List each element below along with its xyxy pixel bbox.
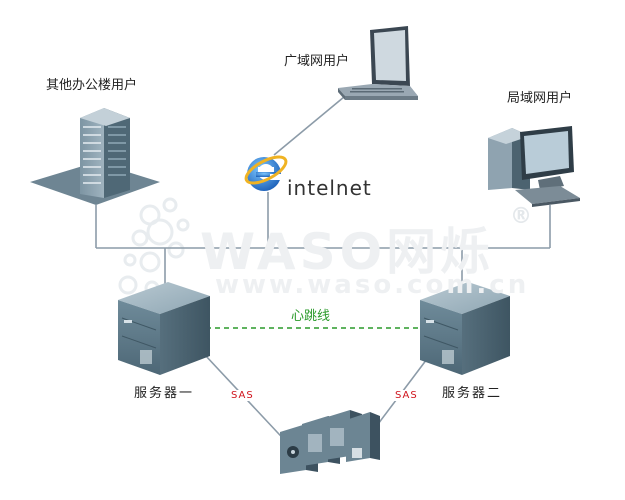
lan-users-label: 局域网用户 <box>507 91 573 106</box>
server-one-label: 服务器一 <box>134 386 195 401</box>
internet-explorer-icon <box>244 155 288 191</box>
internet-label: intelnet <box>287 176 372 200</box>
office-users-label: 其他办公楼用户 <box>46 78 138 93</box>
desktop-computer-icon <box>488 126 580 207</box>
sas-right-label: SAS <box>393 390 420 401</box>
laptop-icon <box>338 26 418 100</box>
server-two-label: 服务器二 <box>442 386 503 401</box>
watermark-url: www.waso.com.cn <box>215 270 530 300</box>
server-icon <box>420 282 510 375</box>
storage-array-icon <box>280 410 380 474</box>
server-icon <box>118 282 210 375</box>
office-building-icon <box>30 108 160 205</box>
wan-link-line <box>273 91 351 156</box>
watermark-registered: ® <box>510 204 532 229</box>
sas-left-label: SAS <box>229 390 256 401</box>
watermark-logo <box>118 197 190 296</box>
heartbeat-label: 心跳线 <box>288 305 334 324</box>
wan-users-label: 广域网用户 <box>284 54 350 69</box>
sas-left-line <box>204 354 293 449</box>
watermark-brand: WASO网烁 <box>200 223 495 281</box>
